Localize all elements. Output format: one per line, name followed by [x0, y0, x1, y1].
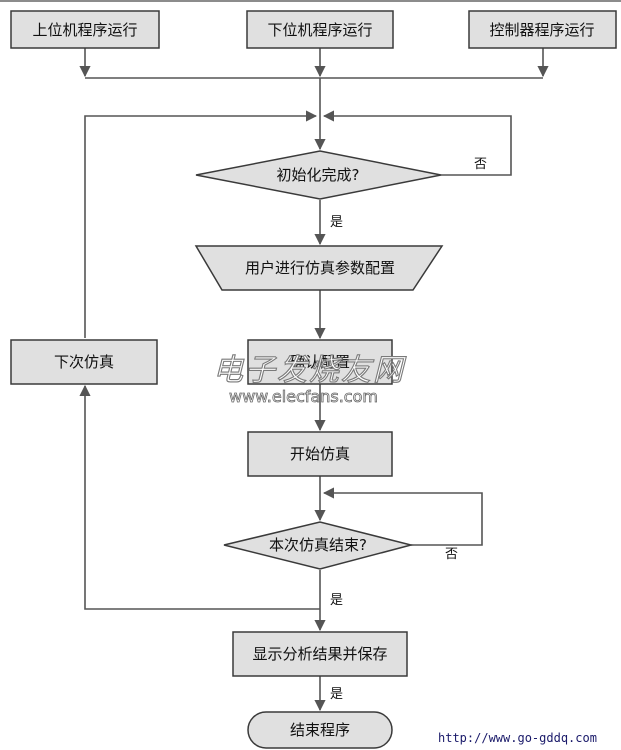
show-save-label: 显示分析结果并保存 — [252, 645, 387, 663]
node-user-config: 用户进行仿真参数配置 — [194, 245, 444, 291]
edge-next-to-init — [84, 110, 318, 338]
end-program-label: 结束程序 — [290, 721, 350, 739]
node-end-program: 结束程序 — [247, 711, 393, 749]
controller-label: 控制器程序运行 — [489, 21, 594, 39]
connectors — [79, 48, 549, 712]
node-confirm-config: 确认配置 — [247, 339, 393, 385]
start-sim-label: 开始仿真 — [290, 445, 350, 463]
lower-computer-label: 下位机程序运行 — [267, 21, 372, 39]
decision-sim-end: 本次仿真结束? — [223, 521, 414, 570]
user-config-label: 用户进行仿真参数配置 — [245, 259, 395, 277]
save-yes-label: 是 — [330, 687, 343, 702]
sim-end-label: 本次仿真结束? — [269, 536, 367, 554]
edge-init-no-loop — [322, 110, 512, 176]
upper-computer-label: 上位机程序运行 — [32, 21, 137, 39]
next-sim-label: 下次仿真 — [54, 353, 114, 371]
init-done-label: 初始化完成? — [277, 166, 360, 184]
decision-init-done: 初始化完成? — [195, 150, 442, 200]
node-show-save: 显示分析结果并保存 — [232, 631, 408, 677]
footer-url: http://www.go-gddq.com — [438, 731, 597, 745]
node-lower-computer: 下位机程序运行 — [246, 10, 394, 49]
watermark-cn: 电子发烧友网 — [213, 353, 407, 388]
node-next-sim: 下次仿真 — [10, 339, 158, 385]
sim-end-yes-label: 是 — [330, 593, 343, 608]
edge-simend-no-loop — [322, 487, 483, 546]
sim-end-no-label: 否 — [445, 547, 458, 562]
init-no-label: 否 — [474, 157, 487, 172]
node-controller: 控制器程序运行 — [468, 10, 617, 49]
node-start-sim: 开始仿真 — [247, 431, 393, 477]
init-yes-label: 是 — [330, 215, 343, 230]
confirm-config-label: 确认配置 — [290, 353, 350, 371]
edge-simend-to-next — [79, 384, 320, 610]
watermark-url: www.elecfans.com — [229, 387, 378, 406]
node-upper-computer: 上位机程序运行 — [10, 10, 160, 49]
